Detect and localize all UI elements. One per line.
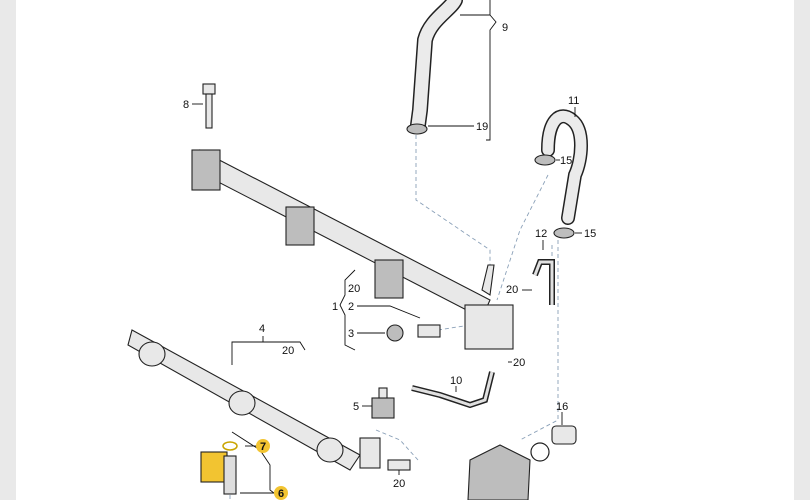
callout-15-bottom: 15 xyxy=(584,228,596,240)
hose-clamp-15-bottom xyxy=(553,227,575,239)
callout-labels: 9 8 19 11 15 15 12 20 20 1 2 3 4 20 10 2… xyxy=(183,22,596,500)
callout-20-rail: 20 xyxy=(348,283,360,295)
o-ring xyxy=(530,442,550,462)
high-pressure-pump xyxy=(467,444,531,500)
callout-7: 7 xyxy=(260,441,266,453)
seal-plug-3 xyxy=(386,324,441,342)
callout-3: 3 xyxy=(348,328,354,340)
callout-20-pipe: 20 xyxy=(506,284,518,296)
fuel-rail-upper xyxy=(191,149,514,350)
hose-clamp-19 xyxy=(406,123,428,135)
injector-6 xyxy=(200,441,238,495)
highlight-badges xyxy=(256,439,288,500)
fuel-pipe-12 xyxy=(532,259,555,305)
callout-20-right: 20 xyxy=(513,357,525,369)
diagram-frame xyxy=(16,0,794,500)
pressure-sensor-5 xyxy=(371,387,395,419)
fuel-pipe-10 xyxy=(411,371,495,409)
callout-16: 16 xyxy=(556,401,568,413)
leader-lines xyxy=(192,0,582,494)
callout-20-bottom: 20 xyxy=(393,478,405,490)
callout-15-top: 15 xyxy=(560,155,572,167)
hose-9 xyxy=(410,0,463,133)
bolt-8 xyxy=(202,83,216,129)
callout-4: 4 xyxy=(259,323,265,335)
callout-20-lower: 20 xyxy=(282,345,294,357)
callout-1: 1 xyxy=(332,301,338,313)
hose-clamp-15-top xyxy=(534,154,556,166)
callout-11: 11 xyxy=(568,95,579,107)
callout-6: 6 xyxy=(278,488,284,500)
fuel-rail-lower xyxy=(127,329,381,471)
callout-12: 12 xyxy=(535,228,547,240)
callout-10: 10 xyxy=(450,375,462,387)
callout-5: 5 xyxy=(353,401,359,413)
callout-8: 8 xyxy=(183,99,189,111)
hose-11 xyxy=(541,109,588,225)
callout-19: 19 xyxy=(476,121,488,133)
callout-9: 9 xyxy=(502,22,508,34)
union-16 xyxy=(551,425,577,445)
callout-2: 2 xyxy=(348,301,354,313)
union-screw-20-bottom xyxy=(387,459,411,471)
